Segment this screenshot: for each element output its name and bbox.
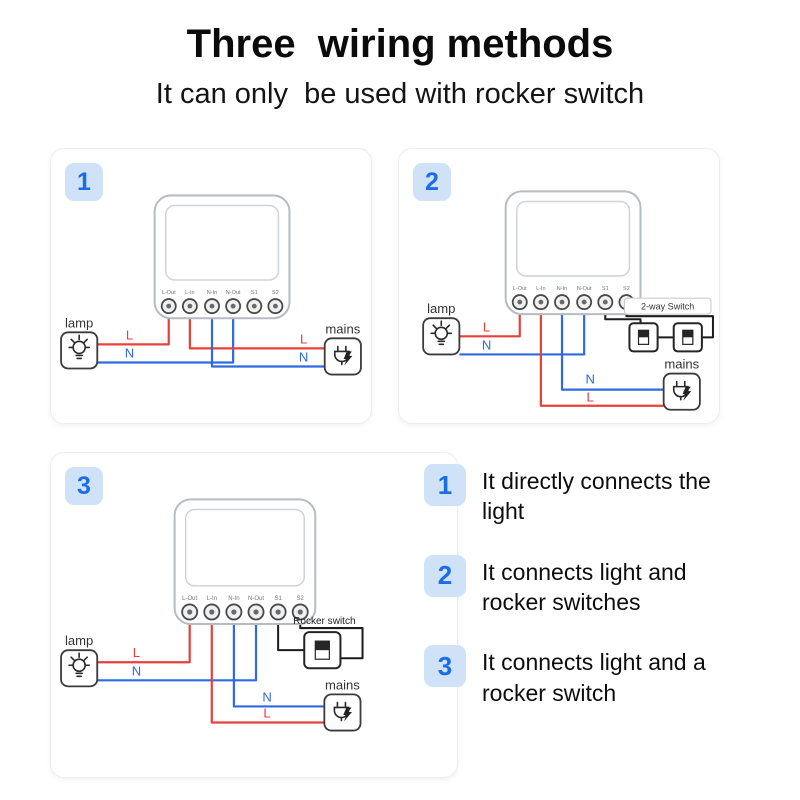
- legend-badge-2: 2: [424, 554, 466, 597]
- live-label: L: [126, 327, 133, 342]
- terminal-label: S2: [272, 290, 279, 296]
- bulb-icon: [68, 334, 91, 360]
- live-wire-lamp: [97, 620, 191, 664]
- terminal-label: L-Out: [182, 596, 197, 602]
- switch-wire-s2: [299, 620, 364, 660]
- lamp-icon: [422, 317, 461, 356]
- terminal-label: L-Out: [162, 290, 176, 296]
- live-wire-mains: [210, 620, 325, 724]
- terminal-label: L-In: [207, 596, 217, 602]
- terminal-label: L-In: [185, 290, 195, 296]
- page-title: Three wiring methods: [186, 22, 614, 66]
- neutral-wire-lamp: [97, 620, 258, 682]
- mains-label: mains: [325, 677, 360, 692]
- terminal-label: N-In: [207, 290, 217, 296]
- neutral-label: N: [132, 663, 141, 678]
- terminal-label: S1: [251, 290, 258, 296]
- legend-text-2: It connects light and rocker switches: [482, 558, 687, 616]
- neutral-label: N: [299, 349, 308, 364]
- smart-switch-device: L-Out L-In N-In N-Out S1 S2: [153, 194, 291, 320]
- terminal-label: N-Out: [226, 290, 241, 296]
- legend-item: 3 It connects light and a rocker switch: [424, 645, 736, 708]
- lamp-label: lamp: [65, 633, 93, 648]
- diagram-number-badge: 3: [65, 467, 103, 505]
- legend-item: 1 It directly connects the light: [424, 464, 736, 527]
- terminal-label: N-Out: [577, 286, 592, 292]
- rocker-switch-icon: [303, 631, 342, 670]
- switch-wire-s1: [277, 620, 305, 652]
- live-wire-mains: [188, 313, 325, 350]
- mains-label: mains: [325, 321, 360, 336]
- wiring-diagram-1: L N L N L-Out L-In N-In N-Out S1 S2: [60, 194, 362, 376]
- legend-badge-3: 3: [424, 645, 466, 688]
- lamp-icon: [60, 649, 99, 688]
- plug-icon: [333, 345, 353, 366]
- legend: 1 It directly connects the light 2 It co…: [424, 464, 736, 708]
- live-label: L: [263, 706, 270, 721]
- live-wire-lamp: [459, 309, 521, 338]
- neutral-wire-mains: [560, 309, 664, 391]
- terminal-screws: [160, 298, 284, 315]
- neutral-label: N: [262, 689, 271, 704]
- two-way-switch-icon-2: [672, 322, 703, 353]
- neutral-wire-lamp: [459, 309, 586, 356]
- mains-label: mains: [664, 357, 699, 372]
- diagram-number-badge: 1: [65, 163, 103, 201]
- legend-text-3: It connects light and a rocker switch: [482, 649, 706, 706]
- lamp-label: lamp: [65, 315, 93, 330]
- smart-switch-device: L-Out L-In N-In N-Out S1 S2: [504, 190, 642, 316]
- neutral-wire-lamp: [97, 313, 235, 364]
- terminal-label: S2: [623, 286, 630, 292]
- wiring-diagram-panel-3: 3 L N N L L-Out L-In N-In N-Out S1 S2: [50, 452, 458, 778]
- legend-text-1: It directly connects the light: [482, 468, 711, 525]
- two-way-switch-icon-1: [628, 322, 659, 353]
- terminal-label: S1: [274, 596, 282, 602]
- plug-icon: [672, 380, 692, 401]
- terminal-label: L-Out: [513, 286, 527, 292]
- bulb-icon: [68, 652, 90, 678]
- plug-icon: [333, 701, 352, 722]
- lamp-icon: [60, 331, 99, 370]
- live-label: L: [483, 319, 490, 334]
- live-label: L: [300, 331, 307, 346]
- lamp-label: lamp: [427, 301, 455, 316]
- terminal-label: L-In: [536, 286, 546, 292]
- neutral-wire-mains: [210, 313, 325, 368]
- terminal-label: N-Out: [248, 596, 264, 602]
- mains-icon: [323, 693, 362, 732]
- neutral-wire-mains: [232, 620, 325, 708]
- terminal-label: S1: [602, 286, 609, 292]
- terminal-screws: [181, 603, 309, 621]
- smart-switch-device: L-Out L-In N-In N-Out S1 S2: [173, 498, 317, 626]
- live-wire-lamp: [97, 313, 170, 346]
- mains-icon: [662, 372, 701, 411]
- neutral-label: N: [585, 372, 594, 387]
- live-label: L: [133, 645, 140, 660]
- terminal-label: S2: [297, 596, 305, 602]
- bulb-icon: [430, 320, 453, 346]
- live-label: L: [587, 390, 594, 405]
- live-wire-mains: [539, 309, 664, 407]
- wiring-diagram-panel-2: 2 L N N L L-Out L-In N-In N-Out S1: [398, 148, 720, 424]
- terminal-label: N-In: [557, 286, 567, 292]
- diagram-number-badge: 2: [413, 163, 451, 201]
- page-subtitle: It can only be used with rocker switch: [155, 78, 645, 110]
- lightning-bolt-icon: [343, 351, 353, 366]
- neutral-label: N: [482, 337, 491, 352]
- terminal-label: N-In: [228, 596, 239, 602]
- lightning-bolt-icon: [682, 386, 692, 401]
- legend-item: 2 It connects light and rocker switches: [424, 554, 736, 618]
- two-way-switch-label: 2-way Switch: [641, 302, 694, 312]
- wiring-diagram-3: L N N L L-Out L-In N-In N-Out S1 S2: [60, 498, 364, 732]
- mains-icon: [323, 337, 362, 376]
- wiring-diagram-2: L N N L L-Out L-In N-In N-Out S1 S2: [422, 190, 714, 411]
- legend-badge-1: 1: [424, 464, 466, 506]
- rocker-switch-label: Rocker switch: [293, 616, 355, 627]
- two-way-switch-label-box: [623, 297, 712, 315]
- lightning-bolt-icon: [343, 707, 352, 722]
- neutral-label: N: [125, 345, 134, 360]
- wiring-diagram-panel-1: 1 L N L N L-Out L-In N-In N-Out S1 S2: [50, 148, 372, 424]
